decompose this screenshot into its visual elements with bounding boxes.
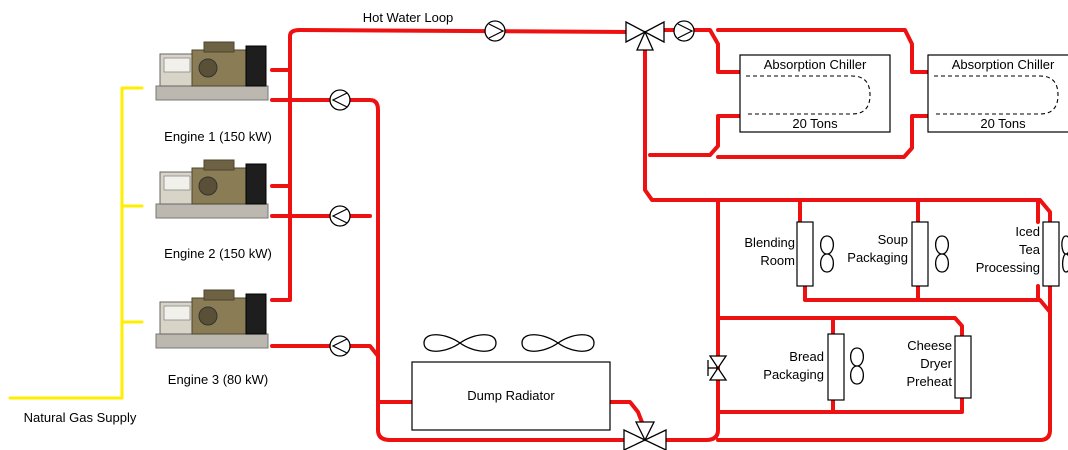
lower-load-supply: [716, 316, 964, 338]
pump-engine-3[interactable]: [329, 335, 351, 357]
dump-radiator-label: Dump Radiator: [467, 388, 555, 403]
gas-main-line: [8, 86, 144, 400]
load-label: Processing: [976, 260, 1040, 275]
pump-hot-water-loop[interactable]: [484, 20, 506, 42]
engine-1[interactable]: [155, 41, 269, 101]
natural-gas-supply-label: Natural Gas Supply: [24, 410, 137, 425]
engine-generator-image: [155, 289, 269, 349]
load-label: Soup: [878, 232, 908, 247]
hot-water-loop-top: [288, 28, 634, 72]
load-soup-packaging[interactable]: Soup Packaging: [847, 221, 950, 287]
load-label: Room: [760, 253, 795, 268]
load-label: Cheese: [907, 338, 952, 353]
engine-1-return: [270, 98, 634, 442]
engine-generator-image: [155, 41, 269, 101]
load-label: Iced: [1015, 224, 1040, 239]
engine-3[interactable]: [155, 289, 269, 349]
engine-generator-image: [155, 159, 269, 219]
chiller-capacity: 20 Tons: [792, 116, 838, 131]
engine-2-label: Engine 2 (150 kW): [164, 246, 272, 261]
chiller-bridge-line: [716, 28, 930, 74]
lower-load-return: [831, 396, 964, 414]
engine-3-label: Engine 3 (80 kW): [168, 372, 268, 387]
dump-radiator[interactable]: Dump Radiator: [411, 334, 611, 431]
pump-engine-2[interactable]: [329, 205, 351, 227]
pump-chiller-feed[interactable]: [673, 20, 695, 42]
fan-icon: [934, 235, 950, 273]
chiller-name: Absorption Chiller: [952, 57, 1055, 72]
load-iced-tea-processing[interactable]: Iced Tea Processing: [976, 221, 1068, 287]
load-label: Tea: [1019, 242, 1041, 257]
fan-icon: [819, 235, 835, 273]
load-label: Packaging: [763, 367, 824, 382]
gas-supply-lines: [8, 86, 144, 400]
three-way-valve-top[interactable]: [625, 20, 665, 51]
load-bread-packaging[interactable]: Bread Packaging: [763, 333, 865, 401]
process-supply-header: [656, 198, 720, 442]
upper-load-return: [803, 284, 1052, 314]
absorption-chiller-1[interactable]: Absorption Chiller 20 Tons: [739, 54, 891, 133]
load-blending-room[interactable]: Blending Room: [744, 221, 835, 287]
chiller-name: Absorption Chiller: [764, 57, 867, 72]
radiator-outlet: [608, 400, 647, 432]
three-way-valve-bottom[interactable]: [623, 421, 667, 450]
upper-load-supply: [716, 198, 802, 224]
engine-2[interactable]: [155, 159, 269, 219]
fan-icon: [423, 334, 497, 352]
fan-icon: [849, 347, 865, 385]
load-label: Dryer: [920, 356, 952, 371]
fan-icon: [1061, 235, 1068, 273]
engine-1-label: Engine 1 (150 kW): [164, 129, 272, 144]
engine-3-return: [270, 344, 380, 358]
absorption-chiller-2[interactable]: Absorption Chiller 20 Tons: [927, 54, 1068, 133]
chiller-feed-line: [656, 28, 742, 74]
pump-engine-1[interactable]: [329, 89, 351, 111]
header-down-line: [643, 42, 720, 202]
balancing-valve[interactable]: [707, 355, 728, 381]
chiller-2-return: [716, 114, 930, 159]
load-label: Preheat: [906, 374, 952, 389]
load-cheese-dryer-preheat[interactable]: Cheese Dryer Preheat: [906, 335, 972, 399]
load-label: Bread: [789, 349, 824, 364]
fan-icon: [521, 334, 595, 352]
load-label: Packaging: [847, 250, 908, 265]
chiller-1-return: [648, 114, 742, 157]
chiller-capacity: 20 Tons: [980, 116, 1026, 131]
load-label: Blending: [744, 235, 795, 250]
hot-water-loop-label: Hot Water Loop: [363, 10, 454, 25]
